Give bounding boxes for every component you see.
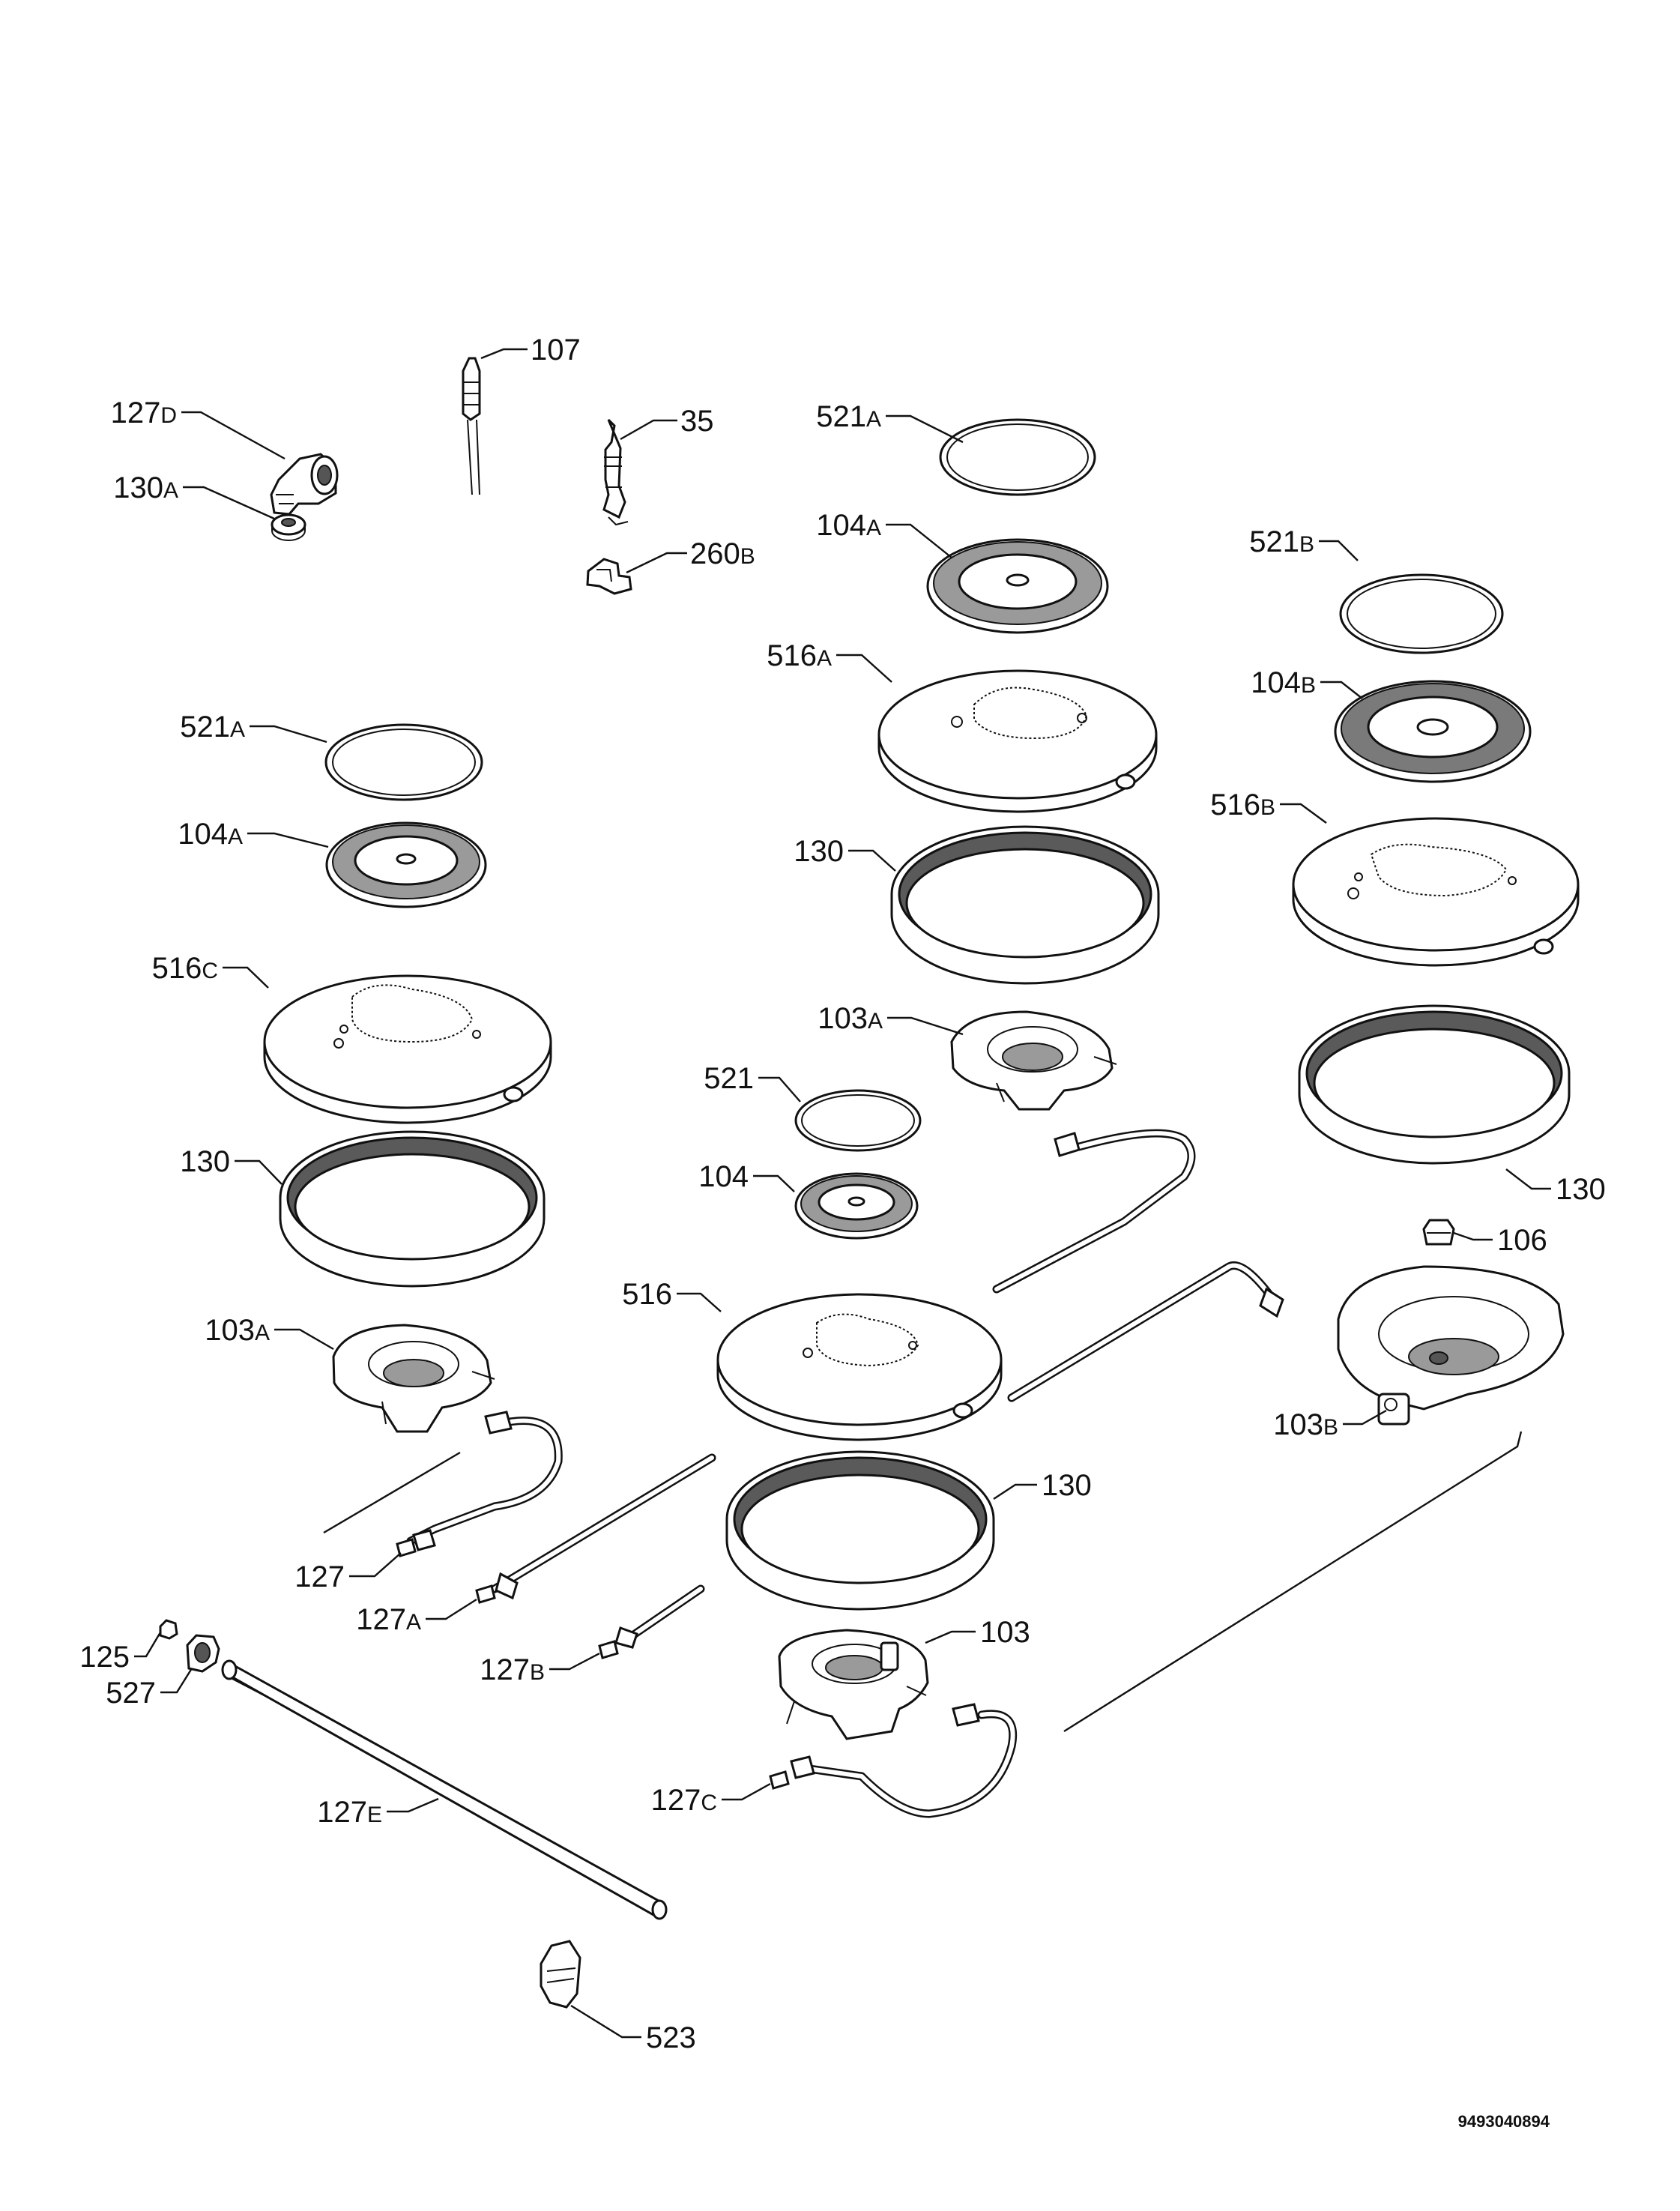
label-521: 521 xyxy=(704,1062,754,1095)
clip-260b xyxy=(586,558,632,595)
top-plate-516a xyxy=(877,669,1158,813)
ignition-electrode-35 xyxy=(602,418,629,526)
part-labels: 127D 130A 107 35 260B 521A 104A 516A 130… xyxy=(79,334,1606,2054)
label-130-right: 130 xyxy=(1556,1173,1606,1206)
flame-spreader-104 xyxy=(794,1172,919,1240)
gas-pipe-middle-right xyxy=(1007,1261,1284,1402)
flame-spreader-104a-left xyxy=(325,821,487,908)
long-gas-pipe-127e xyxy=(221,1659,668,1920)
burner-cap-521a-center xyxy=(939,418,1096,496)
burner-cap-521 xyxy=(794,1089,922,1152)
fitting-527 xyxy=(186,1634,220,1673)
label-516a: 516A xyxy=(767,639,832,672)
label-127e: 127E xyxy=(317,1796,382,1829)
burner-body-103a-left xyxy=(332,1324,495,1433)
elbow-fitting-127d xyxy=(270,453,339,516)
label-103a-center: 103A xyxy=(818,1002,883,1035)
burner-body-103 xyxy=(778,1629,929,1740)
label-106: 106 xyxy=(1497,1224,1547,1257)
label-521b: 521B xyxy=(1249,525,1314,558)
label-130-left: 130 xyxy=(180,1145,230,1178)
label-107: 107 xyxy=(531,334,581,367)
thermocouple-107 xyxy=(462,357,481,495)
label-516b: 516B xyxy=(1210,788,1275,821)
ring-130-left xyxy=(279,1130,546,1288)
ring-130-center-lower xyxy=(725,1450,995,1611)
burner-body-103b xyxy=(1337,1265,1565,1426)
label-260b: 260B xyxy=(690,537,755,570)
gas-pipe-127a xyxy=(475,1453,716,1604)
label-127a: 127A xyxy=(356,1603,421,1636)
burner-body-103a-center xyxy=(950,1010,1117,1111)
clamp-523 xyxy=(540,1940,581,2009)
label-523: 523 xyxy=(646,2021,696,2054)
leader-lines xyxy=(134,348,1551,2039)
label-35: 35 xyxy=(680,405,714,438)
label-130a-top: 130A xyxy=(113,471,178,504)
label-127c: 127C xyxy=(651,1784,717,1817)
top-plate-516b xyxy=(1292,817,1580,967)
label-130-center-lower: 130 xyxy=(1042,1469,1092,1502)
label-127: 127 xyxy=(294,1560,345,1593)
label-125: 125 xyxy=(79,1641,130,1674)
document-number: 9493040894 xyxy=(1458,2112,1550,2131)
label-104b: 104B xyxy=(1251,666,1316,699)
gas-pipe-127b xyxy=(598,1584,705,1659)
burner-cap-521a-left xyxy=(324,723,483,801)
gas-pipe-127 xyxy=(396,1411,563,1557)
flame-spreader-104a-center xyxy=(926,538,1109,634)
label-516c: 516C xyxy=(152,952,218,985)
label-103a-left: 103A xyxy=(205,1314,270,1347)
ring-130-center-upper xyxy=(890,825,1160,985)
label-130-center-upper: 130 xyxy=(794,835,844,868)
label-127b: 127B xyxy=(480,1653,545,1686)
label-104: 104 xyxy=(698,1160,749,1193)
label-516: 516 xyxy=(622,1278,672,1311)
plug-125 xyxy=(159,1619,178,1640)
top-plate-516c xyxy=(263,974,552,1124)
label-521a-left: 521A xyxy=(180,711,245,743)
gas-pipe-127c xyxy=(769,1703,1018,1818)
flame-spreader-104b xyxy=(1334,680,1532,783)
washer-130a xyxy=(271,513,306,541)
gas-pipe-upper-right xyxy=(992,1129,1196,1294)
nozzle-106 xyxy=(1422,1219,1455,1246)
ring-130-right xyxy=(1298,1004,1571,1165)
top-plate-516 xyxy=(716,1293,1003,1441)
burner-cap-521b xyxy=(1339,573,1504,654)
label-521a-center: 521A xyxy=(816,400,881,433)
label-104a-center: 104A xyxy=(816,509,881,542)
gas-pipe-guides xyxy=(323,1431,1523,1733)
label-127d: 127D xyxy=(111,396,177,429)
label-103b: 103B xyxy=(1273,1408,1338,1441)
label-527: 527 xyxy=(106,1677,156,1710)
label-104a-left: 104A xyxy=(178,818,243,851)
label-103: 103 xyxy=(980,1616,1030,1649)
